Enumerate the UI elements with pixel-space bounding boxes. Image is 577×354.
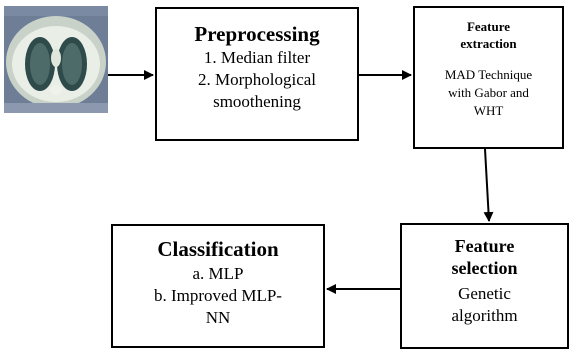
preprocessing-step-2-cont: smoothening (213, 92, 301, 111)
lung-ct-scan-image (4, 6, 108, 113)
feature-extraction-detail-3: WHT (473, 103, 504, 118)
classification-option-b-cont: NN (205, 308, 231, 327)
feature-selection-title-line-1: Feature (454, 236, 515, 256)
feature-extraction-detail-1: MAD Technique (444, 67, 533, 82)
preprocessing-step-2: 2. Morphological (197, 70, 317, 89)
feature-selection-title-line-2: selection (451, 258, 518, 278)
feature-extraction-box: Feature extraction MAD Technique with Ga… (413, 6, 564, 149)
preprocessing-box: Preprocessing 1. Median filter 2. Morpho… (155, 7, 359, 141)
arrow-extraction-to-selection (483, 148, 494, 222)
classification-option-a: a. MLP (192, 264, 244, 283)
classification-title: Classification (157, 237, 279, 261)
feature-extraction-detail-2: with Gabor and (448, 85, 529, 100)
classification-option-b: b. Improved MLP- (154, 286, 282, 305)
feature-extraction-title-line-1: Feature (466, 19, 511, 34)
preprocessing-title: Preprocessing (194, 22, 320, 46)
feature-selection-box: Feature selection Genetic algorithm (400, 223, 569, 349)
classification-box: Classification a. MLP b. Improved MLP- N… (111, 224, 325, 348)
feature-selection-method-line-2: algorithm (451, 306, 518, 325)
feature-selection-method-line-1: Genetic (458, 284, 511, 303)
feature-extraction-title-line-2: extraction (460, 36, 517, 51)
preprocessing-step-1: 1. Median filter (203, 48, 311, 67)
